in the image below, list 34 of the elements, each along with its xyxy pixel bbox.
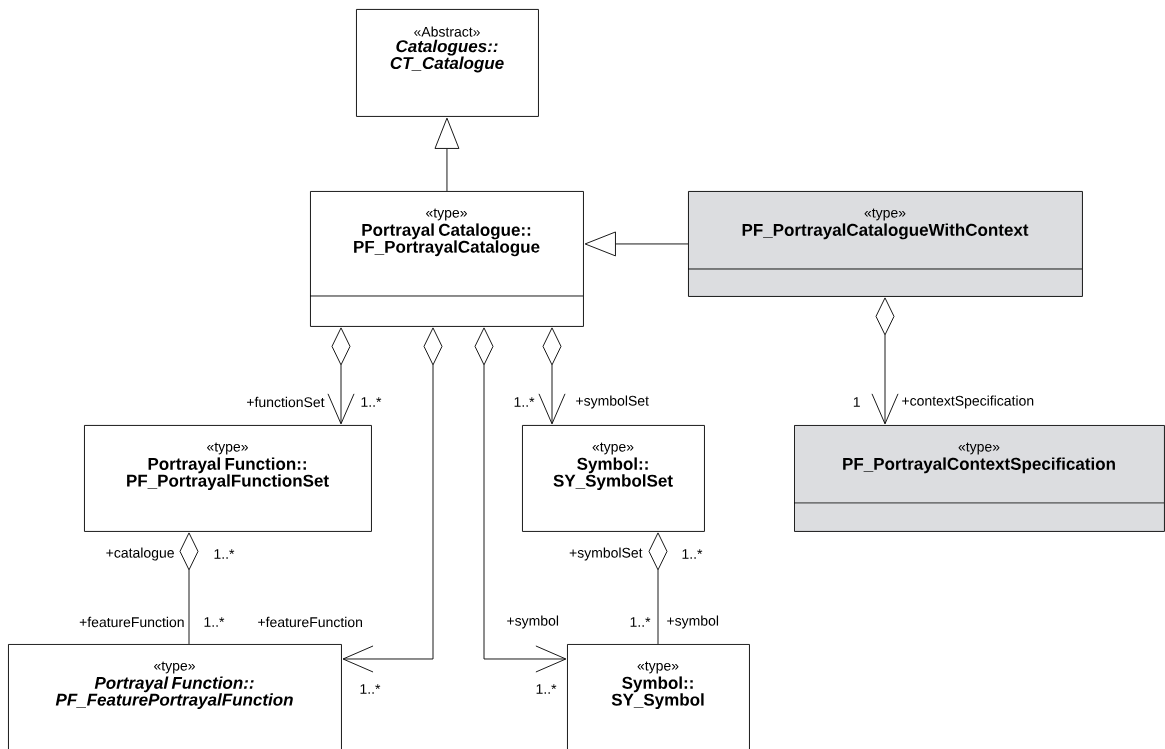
class-box: «type» PF_PortrayalContextSpecification [793,425,1165,532]
multiplicity-label: 1..* [630,617,651,627]
class-box: «type» Symbol:: SY_SymbolSet [522,425,705,532]
class-box: «type» Symbol:: SY_Symbol [567,643,750,749]
multiplicity-label: 1..* [514,397,535,407]
role-label: +featureFunction [79,616,184,628]
aggregation-arrow [327,327,355,425]
multiplicity-label: 1..* [360,684,381,694]
role-label: +featureFunction [258,616,362,628]
class-box: «type» Portrayal Function:: PF_FeaturePortrayalFunction [8,643,342,749]
generalization-arrow [584,231,689,257]
multiplicity-label: 1..* [204,617,225,627]
aggregation-arrow [342,327,443,673]
role-label: +symbol [507,615,559,629]
generalization-arrow [434,117,460,192]
role-label: +symbolSet [576,395,649,409]
multiplicity-label: 1..* [214,549,235,559]
role-label: +symbolSet [569,547,643,561]
multiplicity-label: 1 [853,397,860,407]
aggregation-arrow [538,327,566,425]
aggregation-arrow [474,327,567,673]
role-label: +symbol [667,615,719,629]
aggregation-line [648,532,668,645]
role-label: +functionSet [247,396,325,408]
class-box: «type» Portrayal Function:: PF_PortrayalFunctionSet [84,425,372,532]
multiplicity-label: 1..* [682,549,703,559]
aggregation-arrow [871,297,899,425]
aggregation-line [179,532,199,645]
role-label: +catalogue [106,547,174,561]
class-box: «type» Portrayal Catalogue:: PF_PortrayalCatalogue [309,191,584,327]
class-box: «Abstract» Catalogues:: CT_Catalogue [356,9,539,117]
role-label: +contextSpecification [902,395,1034,409]
multiplicity-label: 1..* [361,397,382,407]
class-box: «type» PF_PortrayalCatalogueWithContext [687,191,1083,297]
